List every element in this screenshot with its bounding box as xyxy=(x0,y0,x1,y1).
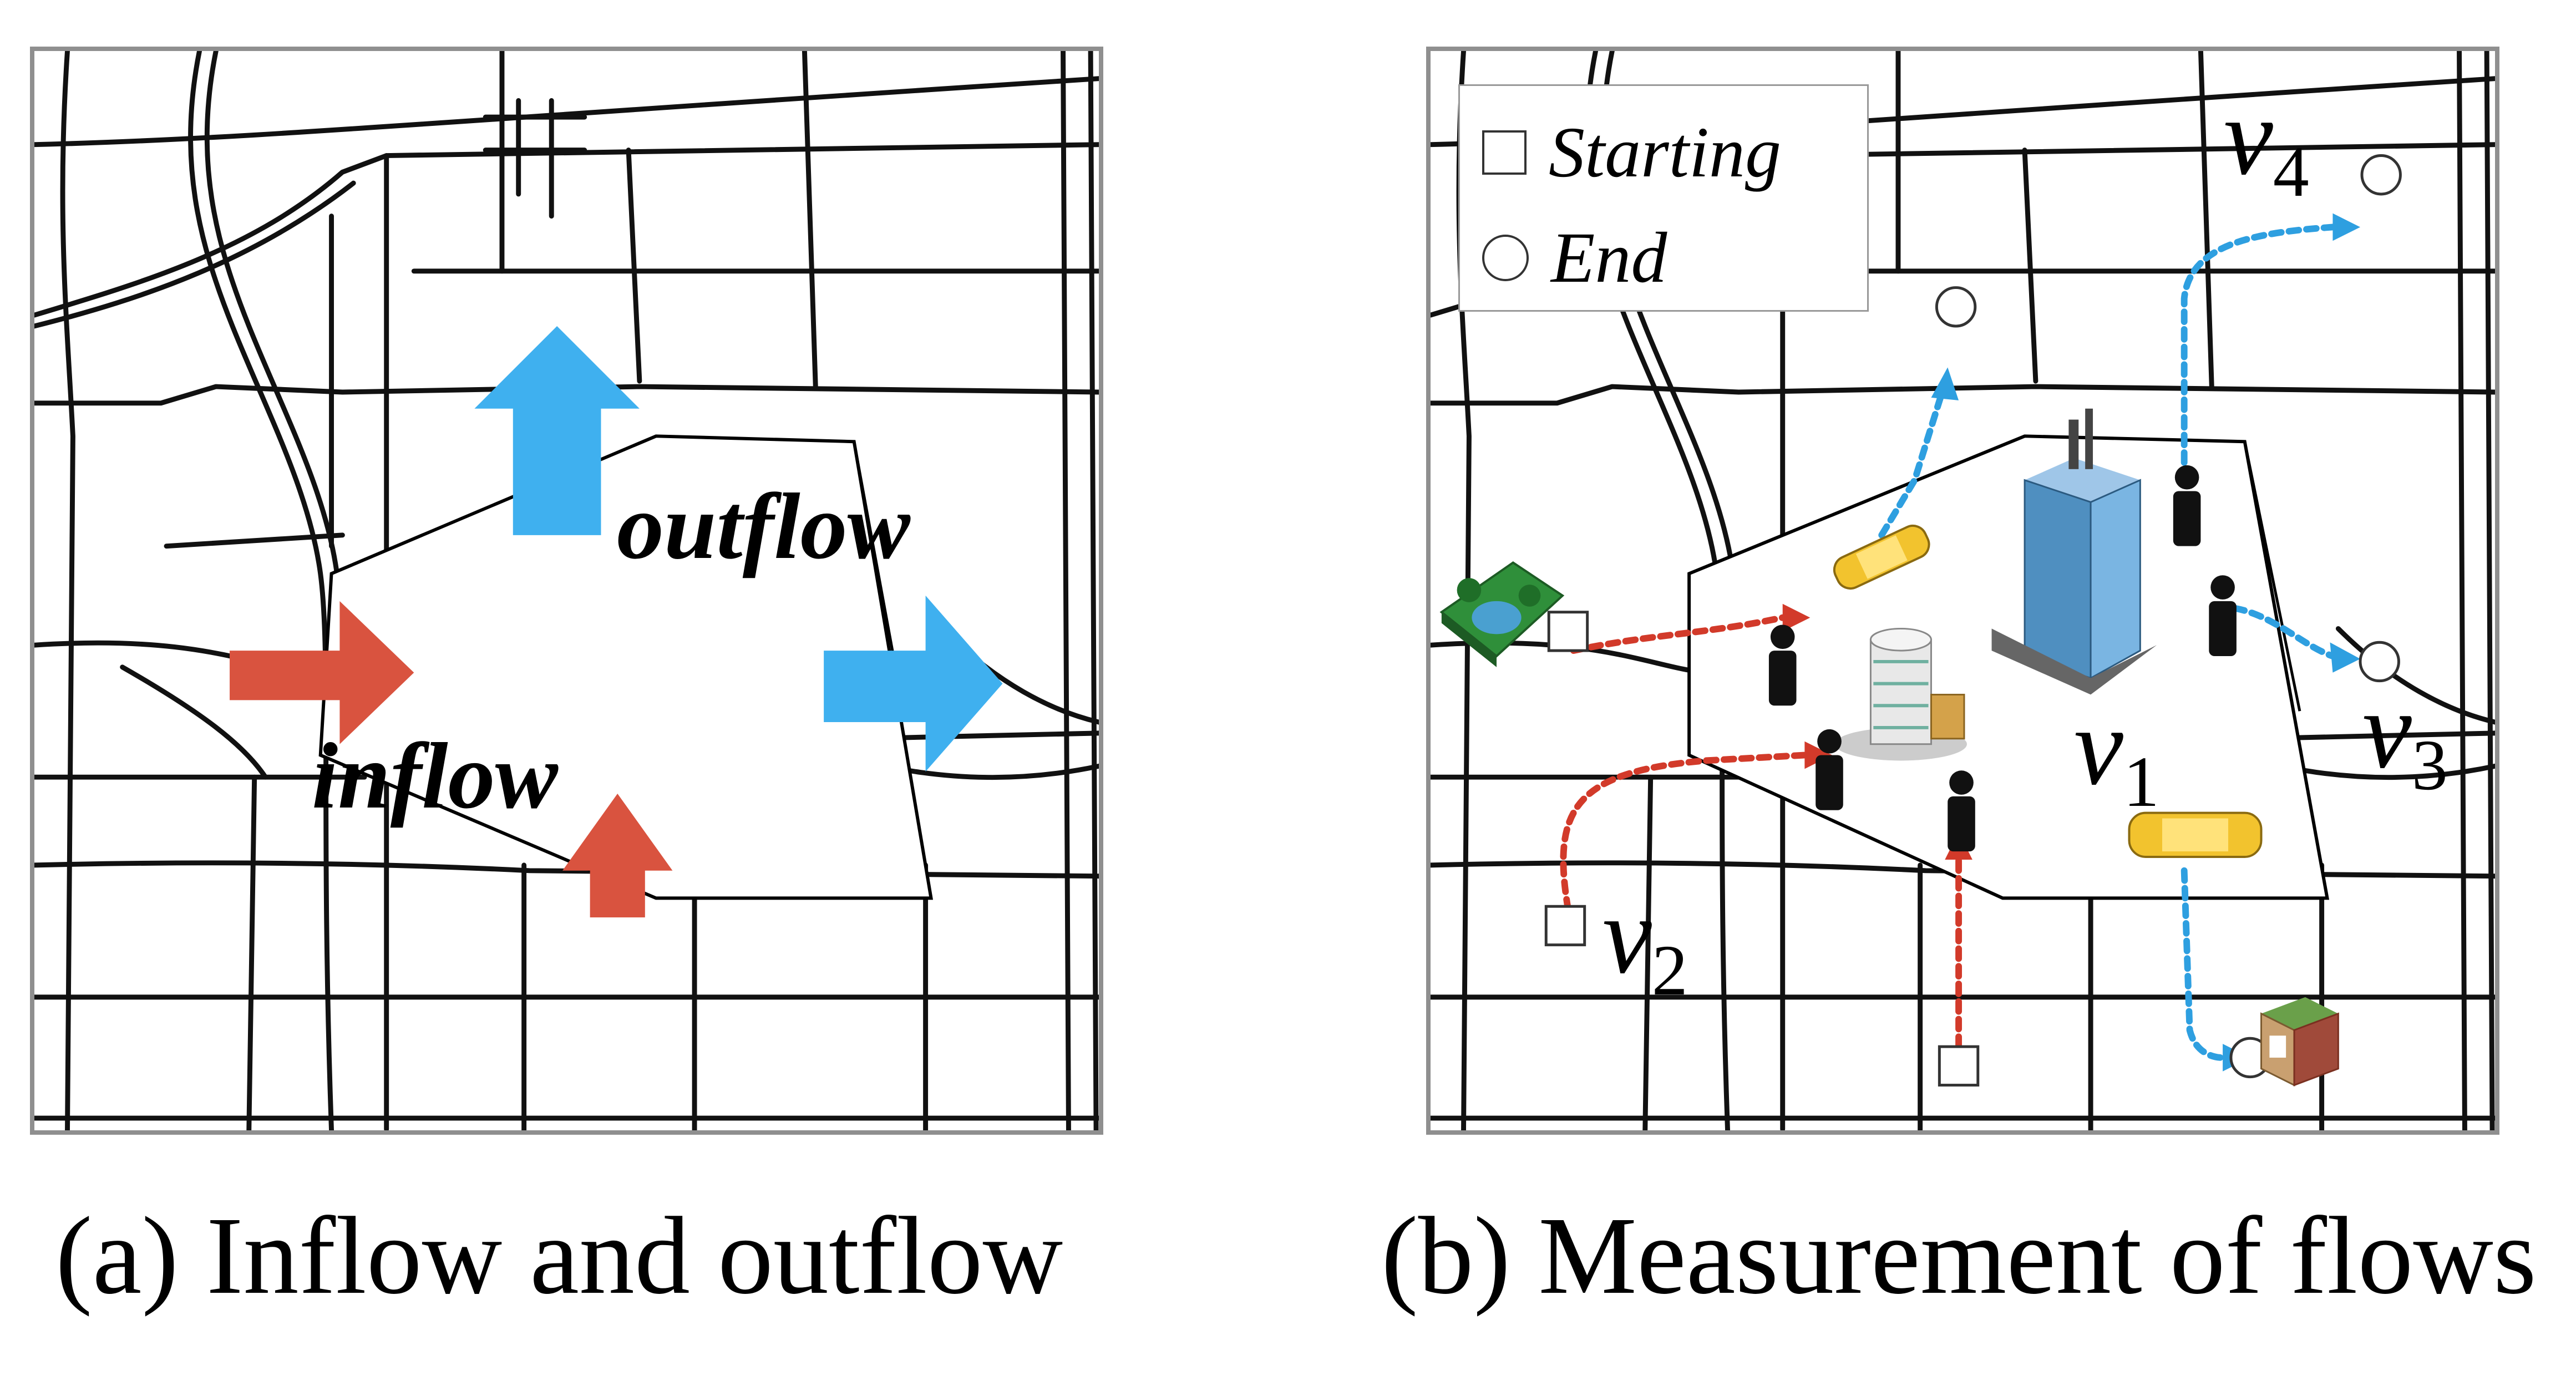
end-markers xyxy=(1935,154,2402,1079)
person-icon-2 xyxy=(1816,729,1843,810)
panel-measurement: Starting End v1 v2 v3 v4 xyxy=(1426,47,2499,1135)
person-icon-5 xyxy=(2209,575,2237,657)
end-circle-v4 xyxy=(2360,154,2402,196)
start-markers xyxy=(1544,611,1980,1087)
outflow-arrow-right xyxy=(824,595,1003,772)
inflow-label: inflow xyxy=(312,724,559,828)
shop-building-icon xyxy=(2260,997,2339,1086)
inflow-arrow-right xyxy=(230,601,414,744)
district-region xyxy=(1687,434,2330,900)
caption-panel-a: (a) Inflow and outflow xyxy=(55,1195,1063,1317)
outflow-paths xyxy=(1878,224,2336,1061)
taxi-icon-bottom xyxy=(2128,811,2263,858)
outflow-label: outflow xyxy=(617,474,911,578)
road-map-a xyxy=(34,51,1099,1130)
legend-row-end: End xyxy=(1482,218,1667,298)
node-label-v3: v3 xyxy=(2362,669,2448,805)
taxi-icon-top xyxy=(1833,524,1930,590)
circle-icon xyxy=(1482,235,1529,281)
outflow-arrow-up xyxy=(474,326,640,535)
start-square-park xyxy=(1547,611,1589,652)
end-circle-top xyxy=(1935,286,1977,328)
caption-panel-b: (b) Measurement of flows xyxy=(1381,1195,2537,1317)
person-icons xyxy=(1768,465,2237,852)
legend-end-label: End xyxy=(1551,218,1667,298)
person-icon-4 xyxy=(2173,465,2201,546)
square-icon xyxy=(1482,130,1527,175)
node-label-v4: v4 xyxy=(2224,75,2309,212)
person-icon-3 xyxy=(1948,770,1975,852)
district-region xyxy=(318,434,934,900)
node-label-v2: v2 xyxy=(1603,874,1688,1011)
node-label-v1: v1 xyxy=(2074,686,2159,822)
legend-row-start: Starting xyxy=(1482,113,1781,192)
person-icon-1 xyxy=(1768,624,1797,706)
panel-inflow-outflow: outflow inflow xyxy=(30,47,1103,1135)
legend: Starting End xyxy=(1458,84,1869,312)
end-circle-v3 xyxy=(2359,641,2400,683)
legend-start-label: Starting xyxy=(1549,113,1781,192)
start-square-bottom xyxy=(1938,1045,1980,1087)
office-building-icon xyxy=(1991,408,2157,695)
hospital-building-icon xyxy=(1834,627,1967,761)
park-icon xyxy=(1439,561,1565,667)
start-square-v2 xyxy=(1544,905,1586,947)
inflow-paths xyxy=(1560,614,1963,1050)
